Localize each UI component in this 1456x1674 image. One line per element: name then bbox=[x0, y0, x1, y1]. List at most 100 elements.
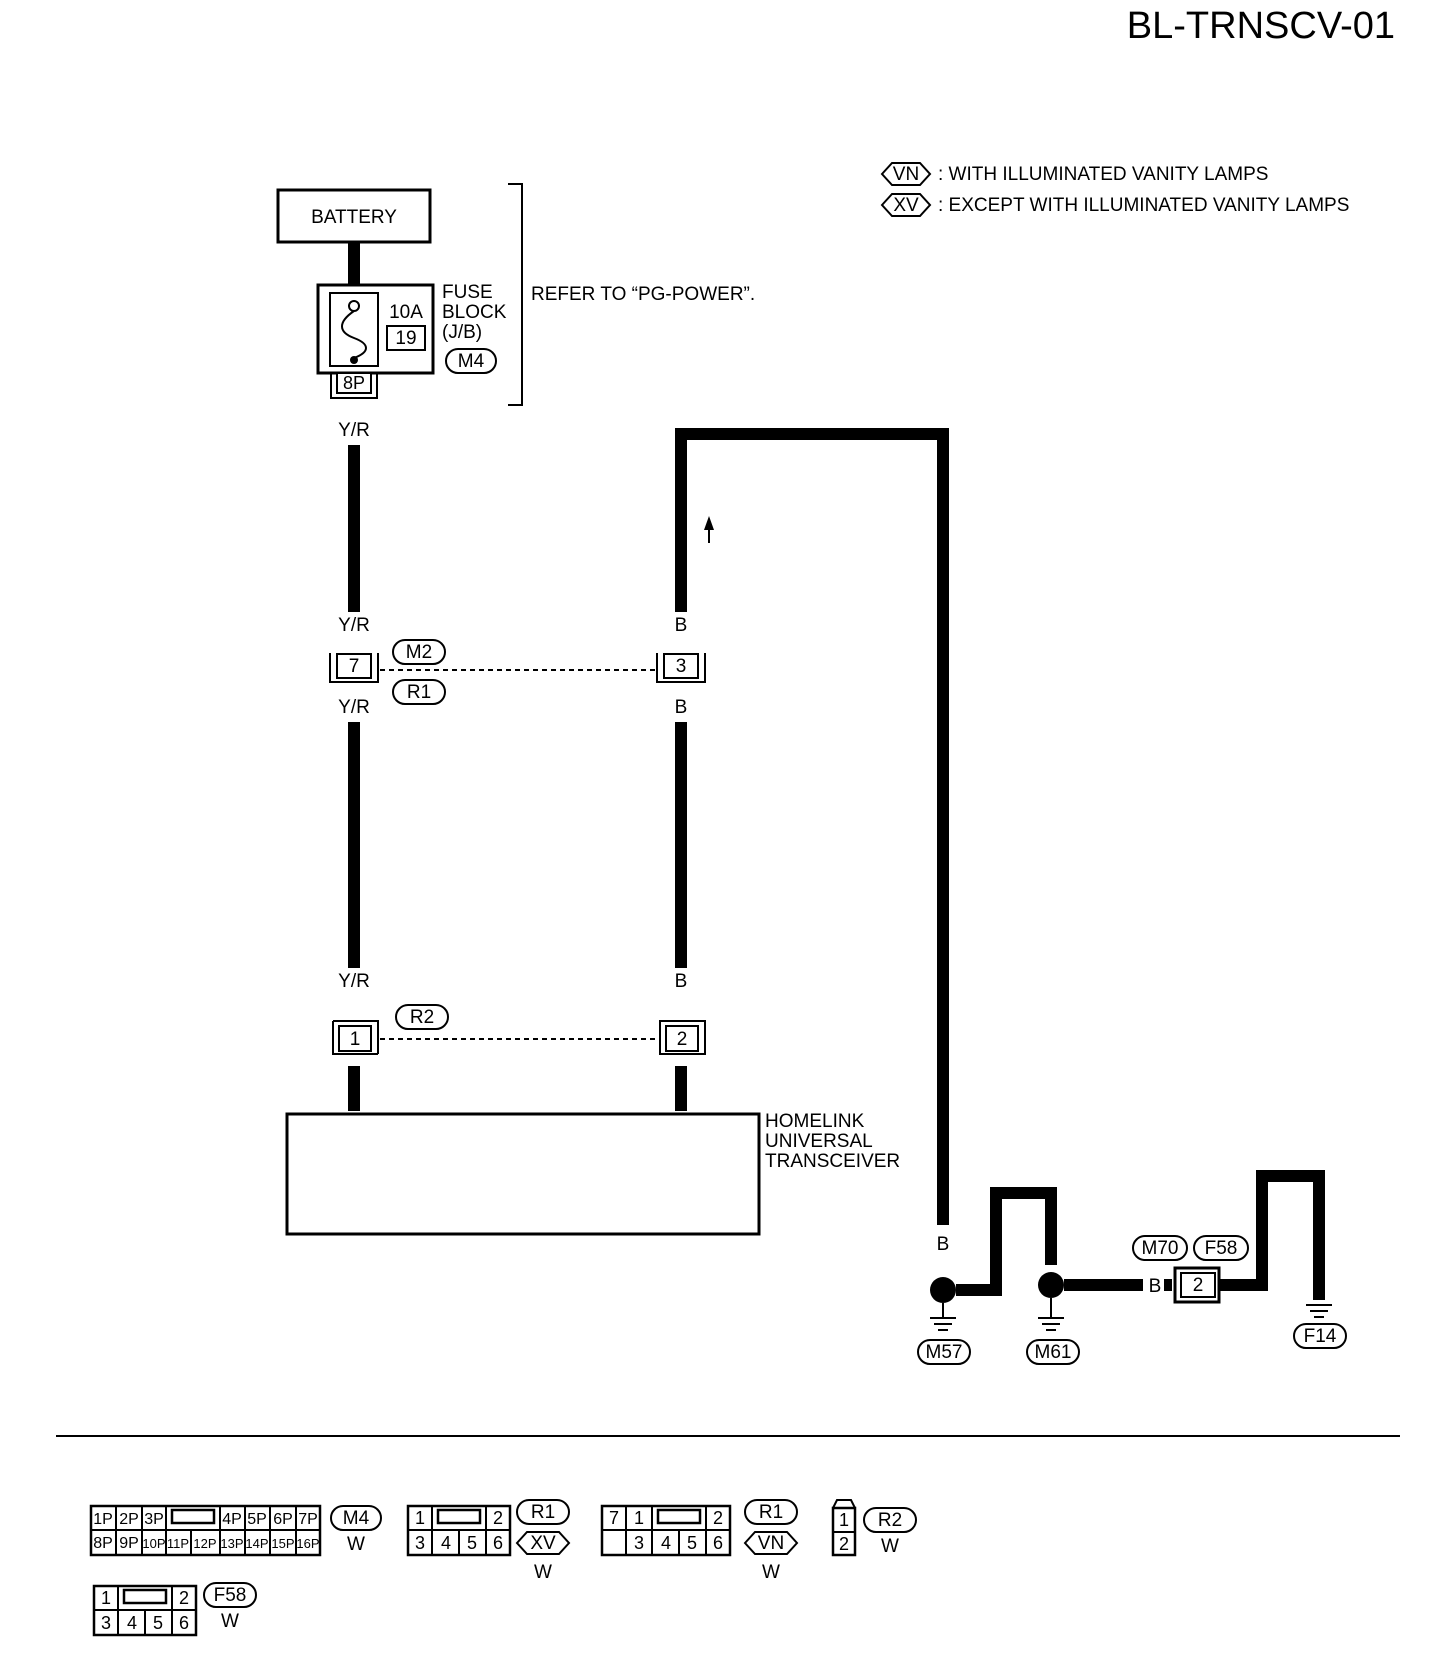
wire-color-yr-3: Y/R bbox=[338, 697, 370, 718]
ground-tag-m57: M57 bbox=[926, 1342, 963, 1363]
wire-color-b-4: B bbox=[937, 1234, 950, 1255]
m4-pin: 4P bbox=[222, 1511, 242, 1528]
connector-upper-tag-r1: R1 bbox=[407, 682, 431, 703]
fuse-block-line2: BLOCK bbox=[442, 302, 507, 323]
wire-color-b-7: B bbox=[1149, 1276, 1162, 1297]
f58-pin: 3 bbox=[101, 1613, 111, 1633]
m4-pin: 2P bbox=[119, 1511, 139, 1528]
diagram-code: BL-TRNSCV-01 bbox=[1127, 5, 1395, 47]
f58-view-color: W bbox=[221, 1611, 239, 1632]
r1-vn-view-tag: R1 bbox=[759, 1502, 783, 1523]
module-label-line3: TRANSCEIVER bbox=[765, 1151, 900, 1172]
m4-pin: 1P bbox=[93, 1511, 113, 1528]
connector-r2: 1 2 R2 bbox=[332, 1004, 706, 1055]
fuse-terminal-icon bbox=[348, 300, 360, 312]
r2-view-color: W bbox=[881, 1536, 899, 1557]
connector-lower-tag-r2: R2 bbox=[410, 1007, 434, 1028]
homelink-module-box bbox=[285, 1112, 761, 1236]
current-arrow-icon bbox=[704, 516, 714, 530]
m4-pin: 14P bbox=[245, 1536, 268, 1551]
f58-pin: 4 bbox=[127, 1613, 137, 1633]
connector-view-r1-xv: 1 2 3 4 5 6 R1 XV W bbox=[406, 1499, 571, 1583]
fuse-number: 19 bbox=[395, 328, 416, 349]
legend-tag-xv: XV bbox=[893, 195, 919, 216]
module-label-line2: UNIVERSAL bbox=[765, 1131, 873, 1152]
legend-tag-vn: VN bbox=[893, 164, 919, 185]
r1-vn-pin: 3 bbox=[634, 1533, 644, 1553]
r1-xv-pin: 1 bbox=[415, 1508, 425, 1528]
connector-m2-r1: 7 3 M2 R1 bbox=[329, 639, 706, 705]
r1-xv-view-tag: R1 bbox=[531, 1502, 555, 1523]
r1-xv-view-variant: XV bbox=[530, 1533, 556, 1554]
ground-tag-f14: F14 bbox=[1304, 1326, 1337, 1347]
r1-vn-pin: 4 bbox=[661, 1533, 671, 1553]
wire-color-b-9: B bbox=[1313, 1209, 1326, 1230]
m4-view-tag: M4 bbox=[343, 1508, 370, 1529]
fuse-element-icon bbox=[341, 310, 367, 359]
m4-pin: 6P bbox=[273, 1511, 293, 1528]
wire-color-b-8: B bbox=[1256, 1209, 1269, 1230]
refer-bracket bbox=[508, 183, 523, 406]
connector-lower-right-pin: 2 bbox=[677, 1029, 688, 1050]
m4-pin: 16P bbox=[296, 1536, 319, 1551]
connector-view-r2: 1 2 R2 W bbox=[831, 1499, 917, 1557]
fuse-connector-tag: M4 bbox=[458, 351, 485, 372]
joint-tag-f58: F58 bbox=[1205, 1238, 1238, 1259]
m4-pin: 8P bbox=[93, 1535, 113, 1552]
r2-view-pin: 2 bbox=[839, 1534, 849, 1554]
wire-color-yr-2: Y/R bbox=[338, 615, 370, 636]
wire-color-yr-4: Y/R bbox=[338, 971, 370, 992]
r1-vn-pin: 6 bbox=[713, 1533, 723, 1553]
legend: VN : WITH ILLUMINATED VANITY LAMPS XV : … bbox=[880, 162, 1349, 217]
fuse-block-line1: FUSE bbox=[442, 282, 493, 303]
connector-view-m4: 1P 2P 3P 4P 5P 6P 7P 8P 9P 10P 11P 12P 1… bbox=[89, 1504, 382, 1557]
joint-connector-pin: 2 bbox=[1193, 1275, 1204, 1296]
m4-pin: 12P bbox=[193, 1536, 216, 1551]
r1-vn-pin: 5 bbox=[687, 1533, 697, 1553]
ground-network: M57 B B B M61 B 2 M70 F58 B B F14 bbox=[917, 1170, 1347, 1365]
refer-text: REFER TO “PG-POWER”. bbox=[531, 284, 755, 305]
wire-color-b-2: B bbox=[675, 697, 688, 718]
m4-pin: 15P bbox=[271, 1536, 294, 1551]
connector-view-r1-vn: 7 1 2 3 4 5 6 R1 VN W bbox=[600, 1499, 799, 1583]
battery-label: BATTERY bbox=[311, 207, 397, 228]
fuse-block: 10A 19 FUSE BLOCK (J/B) M4 8P bbox=[316, 282, 507, 399]
m4-pin: 3P bbox=[144, 1511, 164, 1528]
connector-upper-right-pin: 3 bbox=[676, 656, 687, 677]
r1-vn-view-variant: VN bbox=[758, 1533, 784, 1554]
connector-upper-left-pin: 7 bbox=[349, 656, 360, 677]
m4-pin: 10P bbox=[142, 1536, 165, 1551]
connector-lower-left-pin: 1 bbox=[350, 1029, 361, 1050]
r1-vn-pin: 2 bbox=[713, 1508, 723, 1528]
r1-xv-pin: 3 bbox=[415, 1533, 425, 1553]
m4-pin: 9P bbox=[119, 1535, 139, 1552]
r1-xv-view-color: W bbox=[534, 1562, 552, 1583]
ground-point-m61 bbox=[1038, 1272, 1064, 1298]
ground-point-m57 bbox=[930, 1277, 956, 1303]
wire-b-ground-loop bbox=[675, 428, 949, 1225]
f58-pin: 6 bbox=[179, 1613, 189, 1633]
m4-view-color: W bbox=[347, 1534, 365, 1555]
r1-xv-pin: 4 bbox=[441, 1533, 451, 1553]
wire-color-b-3: B bbox=[675, 971, 688, 992]
r1-xv-pin: 5 bbox=[467, 1533, 477, 1553]
f58-pin: 5 bbox=[153, 1613, 163, 1633]
legend-text-vn: : WITH ILLUMINATED VANITY LAMPS bbox=[938, 164, 1268, 185]
wire-color-yr-1: Y/R bbox=[338, 420, 370, 441]
r1-vn-view-color: W bbox=[762, 1562, 780, 1583]
module-label-line1: HOMELINK bbox=[765, 1111, 865, 1132]
f58-view-tag: F58 bbox=[214, 1585, 247, 1606]
m4-pin: 7P bbox=[298, 1511, 318, 1528]
r1-vn-pin: 1 bbox=[634, 1508, 644, 1528]
m4-pin: 13P bbox=[220, 1536, 243, 1551]
joint-tag-m70: M70 bbox=[1142, 1238, 1179, 1259]
fuse-block-line3: (J/B) bbox=[442, 322, 482, 343]
r1-xv-pin: 6 bbox=[493, 1533, 503, 1553]
wire-color-b-1: B bbox=[675, 615, 688, 636]
r2-view-tag: R2 bbox=[878, 1510, 902, 1531]
m4-pin: 5P bbox=[247, 1511, 267, 1528]
m4-pin: 11P bbox=[167, 1536, 189, 1551]
wire-color-b-5: B bbox=[990, 1234, 1003, 1255]
fuse-amps: 10A bbox=[389, 302, 423, 323]
